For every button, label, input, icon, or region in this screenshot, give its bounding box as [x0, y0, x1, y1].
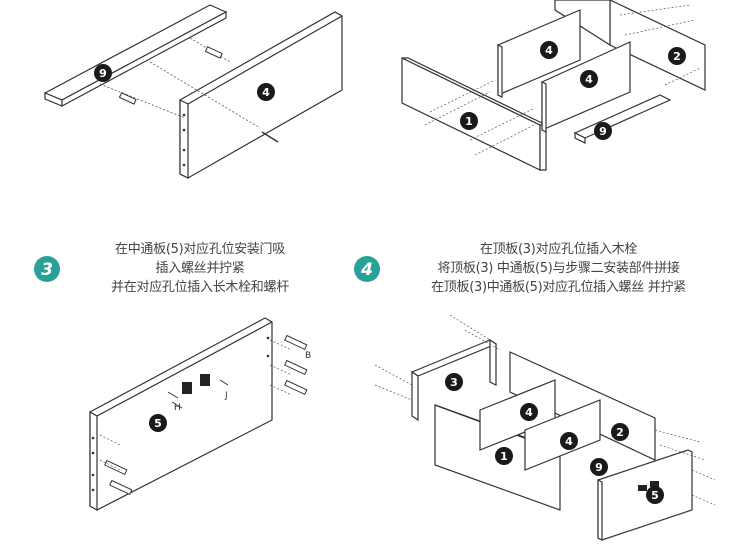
- step-3-line-3: 并在对应孔位插入长木栓和螺杆: [111, 280, 289, 295]
- step-3-line-2: 插入螺丝并拧紧: [155, 261, 245, 276]
- svg-text:9: 9: [595, 461, 603, 474]
- part-label-1: 1: [460, 112, 478, 130]
- diagram-bottom-right: 3 4 4 2 1 9 5: [374, 314, 716, 541]
- part-label-5-bottom: 5: [646, 486, 664, 504]
- svg-text:4: 4: [585, 73, 593, 86]
- step-4-line-3: 在顶板(3)中通板(5)对应孔位插入螺丝 并拧紧: [431, 280, 686, 295]
- part-label-4-bottom-b: 4: [560, 432, 578, 450]
- svg-text:1: 1: [500, 450, 508, 463]
- part-label-4-bottom-a: 4: [520, 403, 538, 421]
- part-label-4-mid: 4: [580, 70, 598, 88]
- part-label-2: 2: [668, 47, 686, 65]
- svg-text:3: 3: [41, 260, 53, 280]
- step-3-line-1: 在中通板(5)对应孔位安装门吸: [115, 242, 285, 257]
- part-label-9: 9: [94, 64, 112, 82]
- hardware-label-H: H: [174, 403, 181, 413]
- panel-5-bottom: [597, 449, 693, 541]
- screw-icon: [261, 131, 279, 143]
- svg-text:4: 4: [360, 260, 373, 280]
- svg-text:9: 9: [99, 67, 107, 80]
- svg-text:4: 4: [525, 406, 533, 419]
- svg-text:5: 5: [651, 489, 659, 502]
- diagram-top-left: 9 4: [43, 4, 343, 179]
- svg-text:2: 2: [616, 426, 624, 439]
- diagram-top-right: 4 4 2 9 1: [401, 0, 706, 171]
- hardware-label-B: B: [305, 351, 311, 361]
- svg-text:3: 3: [450, 376, 458, 389]
- panel-2: [554, 0, 706, 91]
- part-label-4: 4: [257, 83, 275, 101]
- screw-guides: [424, 4, 701, 156]
- step-4-instruction: 4 在顶板(3)对应孔位插入木栓 将顶板(3) 中通板(5)与步骤二安装部件拼接…: [352, 240, 737, 297]
- part-label-9-right: 9: [594, 122, 612, 140]
- svg-text:1: 1: [465, 115, 473, 128]
- part-label-1-bottom: 1: [495, 447, 513, 465]
- step-4-badge: 4: [352, 254, 382, 284]
- dowel-guides-left: [99, 339, 293, 471]
- long-dowels: [104, 334, 308, 496]
- diagram-bottom-left: B H J 5: [89, 317, 311, 512]
- dowel-guides: [99, 37, 261, 129]
- svg-text:4: 4: [545, 44, 553, 57]
- panel-5: [89, 317, 273, 512]
- svg-text:4: 4: [262, 86, 270, 99]
- step-4-line-2: 将顶板(3) 中通板(5)与步骤二安装部件拼接: [437, 261, 680, 276]
- hardware-label-J: J: [224, 391, 228, 401]
- door-catch-bottom-icon: [638, 481, 659, 491]
- svg-text:5: 5: [154, 417, 162, 430]
- step-4-line-1: 在顶板(3)对应孔位插入木栓: [479, 242, 638, 257]
- door-catch-icon: [182, 374, 210, 394]
- dowels: [118, 46, 223, 105]
- panel-3: [410, 338, 498, 422]
- step-3-instruction: 3 在中通板(5)对应孔位安装门吸 插入螺丝并拧紧 并在对应孔位插入长木栓和螺杆: [32, 240, 332, 297]
- screw-guides-bottom: [374, 314, 716, 506]
- part-label-9-bottom: 9: [590, 458, 608, 476]
- divider-4a: [497, 9, 581, 98]
- part-label-2-bottom: 2: [611, 423, 629, 441]
- part-label-4-top: 4: [540, 41, 558, 59]
- board-9: [43, 4, 228, 108]
- svg-text:4: 4: [565, 435, 573, 448]
- part-label-5: 5: [149, 414, 167, 432]
- part-label-3: 3: [445, 373, 463, 391]
- step-3-badge: 3: [32, 254, 62, 284]
- svg-text:2: 2: [673, 50, 681, 63]
- svg-text:9: 9: [599, 125, 607, 138]
